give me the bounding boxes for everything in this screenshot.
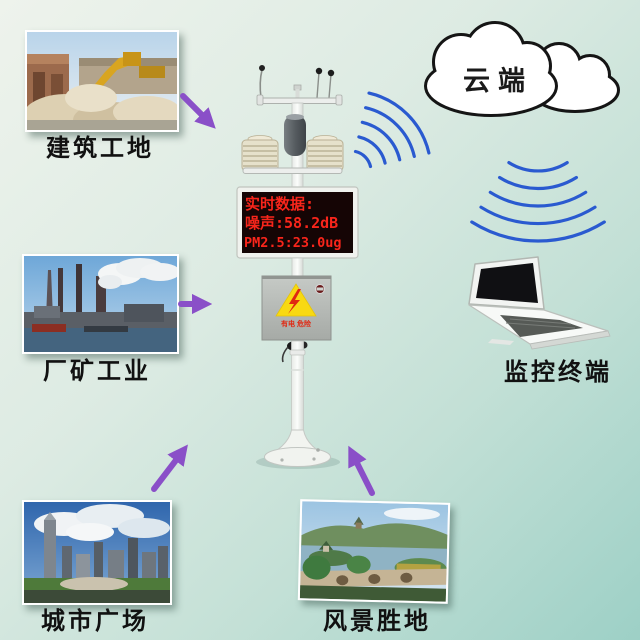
led-line-realtime: 实时数据: — [245, 195, 314, 213]
construction-site-illustration — [27, 32, 177, 130]
pole-joint — [291, 369, 304, 371]
box-badge-icon — [315, 284, 325, 294]
city-plaza-photo — [22, 500, 172, 605]
scenic-spot-photo — [297, 499, 451, 604]
small-cloud-icon — [530, 42, 620, 113]
pole-lower — [291, 340, 304, 434]
warning-text: 有电 危险 — [281, 319, 312, 328]
scenic-spot-label: 风景胜地 — [323, 608, 431, 635]
cloud-label: 云端 — [463, 66, 533, 96]
lightning-bolt-icon — [288, 289, 301, 314]
pole-middle — [291, 257, 304, 279]
wifi-signal-station-to-cloud — [353, 91, 431, 169]
radiation-shield-left — [241, 135, 279, 172]
sensor-cylinder — [284, 114, 306, 156]
cloud-shape: 云端 — [424, 21, 620, 117]
led-line-noise: 噪声:58.2dB — [245, 214, 338, 232]
monitoring-station: 实时数据: 噪声:58.2dB PM2.5:23.0ug 有电 危险 — [236, 65, 359, 469]
laptop-screen — [476, 263, 538, 303]
laptop-keyboard — [500, 315, 583, 337]
pole-collar — [289, 349, 306, 356]
arrow-scenic-to-station — [348, 445, 375, 496]
anemometer-cup-icon — [315, 67, 323, 75]
wifi-signal-cloud-to-terminal — [470, 161, 606, 243]
big-cloud-icon — [424, 21, 558, 117]
anemometer-cup-icon — [327, 69, 335, 77]
city-plaza-illustration — [24, 502, 170, 603]
industry-illustration — [24, 256, 177, 352]
radiation-shield-right — [306, 135, 344, 172]
industry-label: 厂矿工业 — [43, 358, 151, 385]
arrow-city-to-station — [151, 444, 188, 492]
wind-sensor — [256, 65, 343, 106]
warning-triangle-icon — [275, 283, 317, 317]
pole-upper — [291, 102, 304, 191]
laptop-icon — [468, 256, 611, 350]
led-display: 实时数据: 噪声:58.2dB PM2.5:23.0ug — [236, 186, 359, 259]
shield-support-bar — [242, 167, 343, 174]
cable-connector — [281, 341, 308, 363]
base-shadow — [256, 455, 340, 469]
construction-site-photo — [25, 30, 179, 132]
city-plaza-label: 城市广场 — [41, 608, 149, 635]
construction-site-label: 建筑工地 — [46, 135, 154, 162]
arrow-construction-to-station — [180, 93, 216, 129]
led-line-pm25: PM2.5:23.0ug — [244, 235, 342, 251]
station-base — [264, 429, 331, 467]
industry-photo — [22, 254, 179, 354]
terminal-label: 监控终端 — [504, 359, 612, 386]
scenic-spot-illustration — [299, 501, 449, 602]
power-box: 有电 危险 — [261, 275, 332, 341]
